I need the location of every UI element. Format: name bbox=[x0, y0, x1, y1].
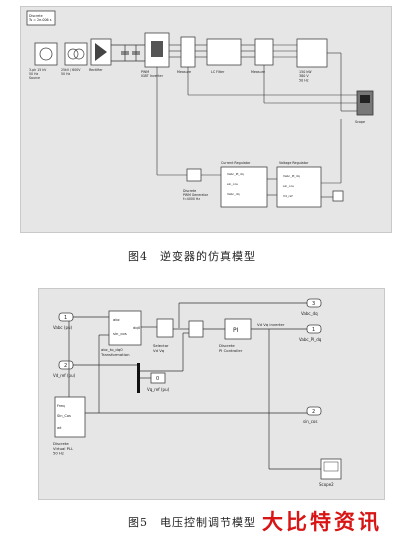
f5-out1-port bbox=[306, 324, 322, 334]
svg-text:dq0: dq0 bbox=[133, 325, 141, 330]
f4-vr-port2: sin_cos bbox=[283, 184, 294, 188]
f5-out1-num: 1 bbox=[312, 327, 315, 333]
f4-cr-port1: Vabc_PI_dq bbox=[227, 172, 244, 176]
svg-text:abc: abc bbox=[113, 317, 120, 322]
f4-scope-text: Scope bbox=[355, 120, 365, 124]
f4-vr-port1: Vabc_PI_dq bbox=[283, 174, 300, 178]
f5-out2-port bbox=[306, 406, 322, 416]
f4-current-reg-text: Current Regulator bbox=[221, 161, 251, 165]
f5-pll-block bbox=[54, 396, 86, 438]
f4-measure2-block bbox=[254, 38, 274, 66]
f4-filter-block bbox=[206, 38, 242, 66]
f4-cr-port2: sin_cos bbox=[227, 182, 238, 186]
f5-scope2-label: Scope2 bbox=[319, 482, 334, 487]
f5-out2-num: 2 bbox=[312, 409, 315, 415]
f4-transformer-block bbox=[64, 42, 88, 66]
f5-out3-num: 3 bbox=[312, 301, 315, 307]
f4-cr-port3: Vabc_dq bbox=[227, 192, 240, 196]
f5-sum-block bbox=[188, 320, 204, 338]
f4-rectifier-text: Rectifier bbox=[89, 68, 103, 72]
f4-measure-text: Measure bbox=[177, 70, 191, 74]
f4-vr-port3: Vd_ref bbox=[283, 194, 293, 198]
f5-pll-freq: Freq bbox=[57, 404, 65, 408]
f4-current-reg-block bbox=[220, 166, 268, 208]
f5-const-label: Vq_ref (pu) bbox=[147, 387, 170, 392]
figure4-caption: 图4 逆变器的仿真模型 bbox=[128, 250, 256, 263]
f5-transform-block bbox=[108, 310, 142, 346]
f5-out1-label: Vabc_PI_dq bbox=[299, 337, 322, 342]
f5-pll-wt: wt bbox=[57, 426, 62, 430]
f5-pll-sincos: Sin_Cos bbox=[57, 414, 71, 418]
f5-out2-label: sin_cos bbox=[303, 419, 317, 424]
f4-pwm-gen-block bbox=[186, 168, 202, 182]
f5-in2-num: 2 bbox=[64, 363, 67, 369]
f5-in1-num: 1 bbox=[64, 315, 67, 321]
f4-load-block bbox=[296, 38, 328, 68]
f4-voltage-reg-block bbox=[276, 166, 322, 208]
f4-measure-block bbox=[180, 36, 196, 68]
f5-out3-label: Vabc_dq bbox=[301, 311, 318, 316]
f4-filter-text: LC Filter bbox=[211, 70, 225, 74]
f4-voltage-reg-text: Voltage Regulator bbox=[279, 161, 309, 165]
f5-pi-out: Vd Vq inverter bbox=[257, 322, 285, 327]
watermark-text: 大比特资讯 bbox=[262, 510, 382, 534]
f5-in2-label: Vd_ref (pu) bbox=[53, 373, 76, 378]
f5-in1-label: Vabc (pu) bbox=[53, 325, 73, 330]
f4-phase-block bbox=[332, 190, 344, 202]
f5-const-num: 0 bbox=[156, 376, 159, 382]
f4-source-block bbox=[34, 42, 58, 66]
f5-mux-bar bbox=[137, 363, 140, 393]
f4-measure2-text: Measure bbox=[251, 70, 265, 74]
svg-text:sin_cos: sin_cos bbox=[113, 331, 127, 336]
f4-discrete-block bbox=[26, 10, 56, 26]
f5-pi-text: PI bbox=[233, 327, 239, 334]
f5-selector-block bbox=[156, 318, 174, 338]
figure5-caption: 图5 电压控制调节模型 bbox=[128, 516, 256, 529]
